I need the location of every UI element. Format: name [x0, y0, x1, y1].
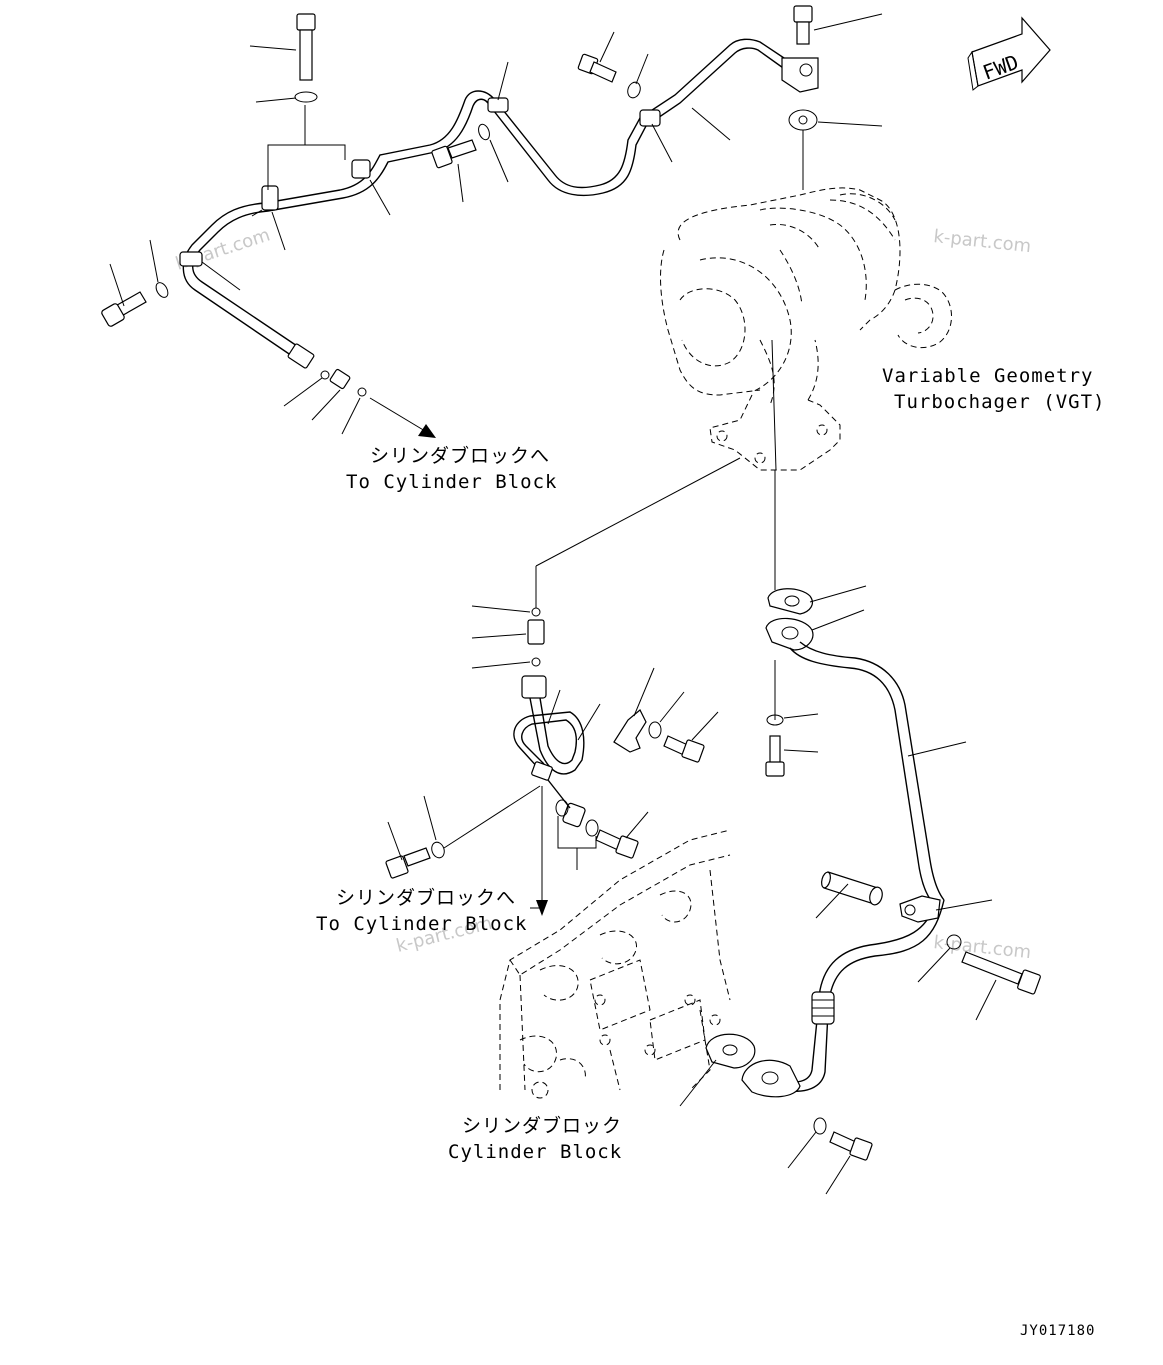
turbocharger: Variable Geometry Turbochager (VGT) — [660, 187, 1105, 471]
vgt-label-line2: Turbochager (VGT) — [894, 391, 1105, 413]
watermark-top-right: k-part.com — [932, 226, 1032, 257]
watermarks: k-part.com k-part.com k-part.com k-part.… — [173, 224, 1032, 963]
bolt-mid-right — [663, 735, 705, 763]
fwd-arrow-label: FWD — [980, 50, 1022, 85]
bolt-mid-top — [431, 123, 490, 169]
bolt-drain-vertical — [765, 735, 785, 777]
to-cylinder-block-top-jp: シリンダブロックへ — [370, 444, 550, 467]
to-cylinder-block-top-en: To Cylinder Block — [346, 471, 557, 493]
vgt-label-line1: Variable Geometry — [882, 365, 1093, 387]
to-cylinder-block-mid-jp: シリンダブロックへ — [336, 886, 516, 909]
bolt-mid-lower — [595, 829, 639, 859]
bolt-upper-mid — [577, 53, 641, 99]
mid-oil-pipe-assembly — [385, 605, 719, 916]
drain-pipe-assembly — [679, 585, 1041, 1195]
to-cylinder-block-mid-en: To Cylinder Block — [316, 913, 527, 935]
bolt-mid-left — [385, 841, 445, 879]
drawing-code: JY017180 — [1020, 1323, 1095, 1339]
bolt-long-top — [294, 13, 318, 103]
cylinder-block — [499, 829, 731, 1099]
bolt-top-left — [101, 282, 169, 327]
cylinder-block-jp: シリンダブロック — [462, 1114, 622, 1137]
bolt-top-right — [788, 5, 818, 131]
bolt-drain-bottom — [829, 1131, 873, 1161]
top-oil-pipe-assembly — [101, 5, 883, 438]
bolt-drain-right — [961, 951, 1041, 995]
fwd-arrow-icon: FWD — [967, 16, 1051, 91]
cylinder-block-en: Cylinder Block — [448, 1141, 622, 1163]
